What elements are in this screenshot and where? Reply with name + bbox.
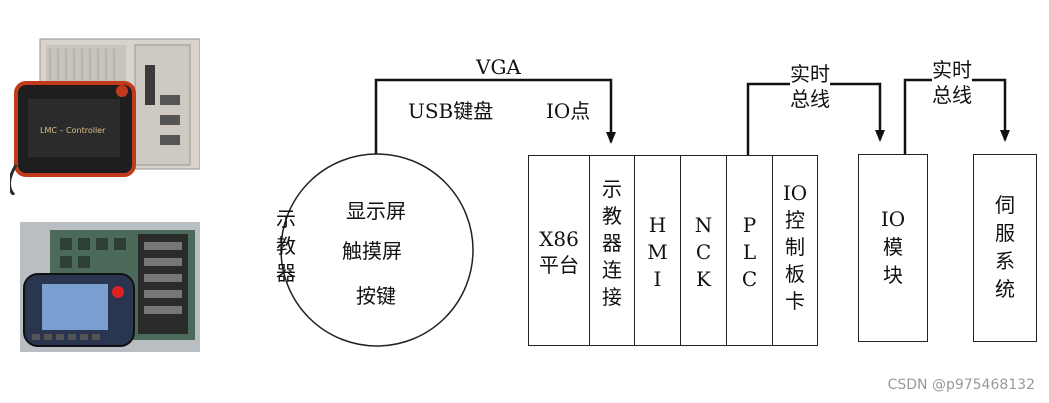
module-hmi: H M I	[634, 155, 681, 346]
servo-system-box: 伺 服 系 统	[973, 154, 1037, 342]
vga-link	[374, 78, 616, 158]
teach-pendant-circle	[280, 153, 474, 347]
keys-label: 按键	[356, 284, 396, 308]
module-plc: P L C	[726, 155, 773, 346]
display-label: 显示屏	[346, 199, 406, 223]
usb-keyboard-label: USB键盘	[408, 99, 494, 123]
realtime-bus-label-1: 实时 总线	[790, 62, 830, 112]
realtime-bus-label-2: 实时 总线	[932, 58, 972, 108]
pendant-photo	[20, 222, 200, 352]
io-point-label: IO点	[546, 99, 591, 123]
module-pendant-connect: 示 教 器 连 接	[589, 155, 635, 346]
vga-label: VGA	[476, 55, 521, 79]
module-nck: N C K	[680, 155, 727, 346]
module-io-card: IO 控 制 板 卡	[772, 155, 818, 346]
photo-label: LMC – Controller	[40, 126, 106, 135]
watermark: CSDN @p975468132	[887, 377, 1035, 393]
controller-photo: LMC – Controller	[10, 35, 200, 195]
io-module-box: IO 模 块	[858, 154, 928, 342]
module-x86: X86 平台	[528, 155, 590, 346]
touch-screen-label: 触摸屏	[342, 239, 402, 263]
teach-pendant-side-label: 示 教 器	[276, 207, 296, 285]
